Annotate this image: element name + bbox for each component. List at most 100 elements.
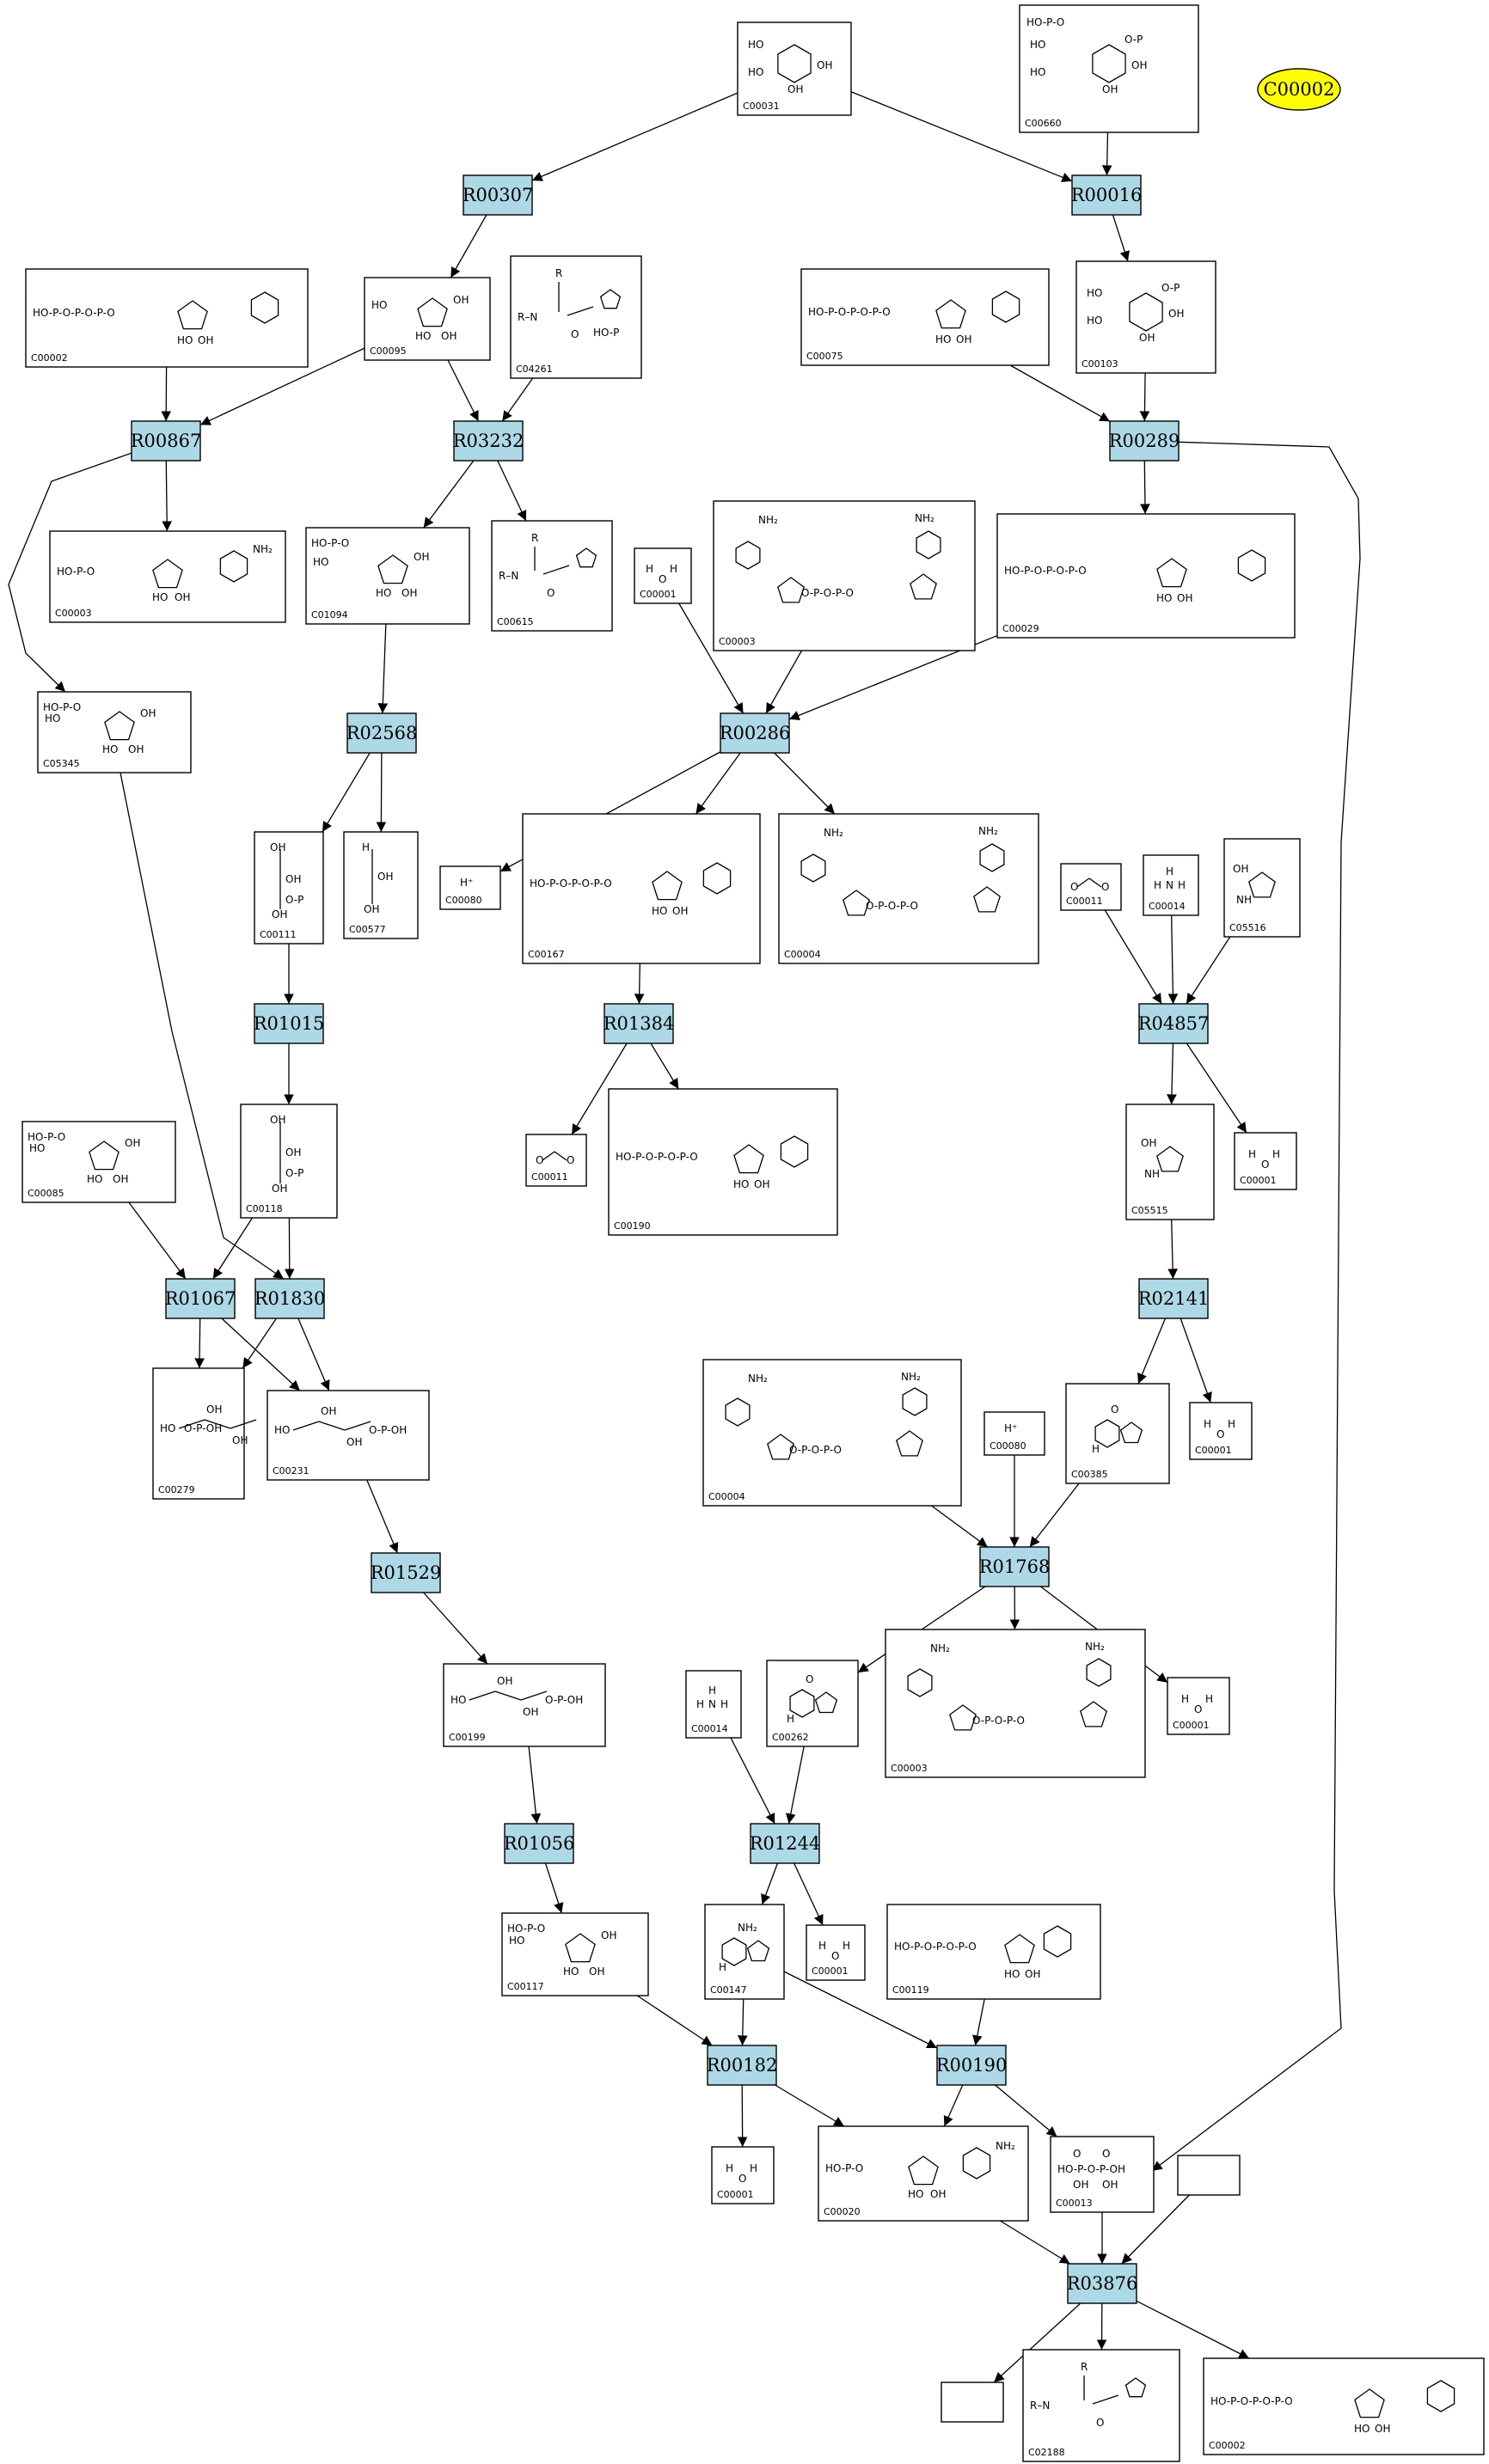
reaction-node[interactable]: R00307	[463, 174, 534, 216]
svg-text:OH: OH	[414, 551, 429, 563]
compound-id-label: C00103	[1082, 358, 1118, 370]
compound-id-label: C00577	[349, 924, 386, 935]
compound-node[interactable]	[941, 2381, 1004, 2423]
svg-text:HO-P-O: HO-P-O	[57, 566, 95, 578]
reaction-node[interactable]: R01830	[254, 1278, 326, 1319]
svg-text:N: N	[708, 1698, 716, 1710]
reaction-box	[463, 174, 533, 216]
highlighted-compound[interactable]: C00002	[1257, 68, 1341, 111]
svg-text:O: O	[1096, 2417, 1104, 2429]
svg-text:OH: OH	[1102, 83, 1118, 95]
reaction-node[interactable]: R03232	[453, 420, 524, 462]
reaction-node[interactable]: R00286	[720, 712, 791, 754]
reaction-node[interactable]: R01015	[254, 1003, 325, 1044]
svg-text:OH: OH	[1168, 308, 1184, 320]
svg-text:HO: HO	[274, 1424, 290, 1436]
reaction-node[interactable]: R01067	[165, 1278, 236, 1319]
reaction-node[interactable]: R00289	[1109, 420, 1180, 462]
svg-text:H: H	[646, 563, 653, 575]
reaction-node[interactable]: R00190	[936, 2045, 1008, 2086]
compound-node[interactable]	[1177, 2155, 1241, 2196]
reaction-box	[254, 1278, 325, 1319]
reaction-node[interactable]: R01056	[504, 1823, 575, 1864]
reaction-node[interactable]: R00867	[131, 420, 202, 462]
reaction-node[interactable]: R00016	[1071, 174, 1143, 216]
compound-id-label: C00004	[784, 949, 821, 960]
reaction-node[interactable]: R01768	[979, 1546, 1051, 1587]
svg-text:OH: OH	[1025, 1968, 1040, 1980]
reaction-node[interactable]: R02141	[1138, 1278, 1210, 1319]
reaction-node[interactable]: R01384	[604, 1003, 675, 1044]
edge-arrow	[678, 602, 744, 714]
svg-text:O-P-O-P-O: O-P-O-P-O	[972, 1715, 1025, 1727]
compound-node[interactable]: H⁺C00080	[983, 1411, 1045, 1456]
compound-id-label: C00004	[708, 1491, 745, 1502]
edge-arrow	[786, 1746, 805, 1825]
compound-node[interactable]: H⁺C00080	[439, 865, 501, 910]
reaction-node[interactable]: R00182	[707, 2045, 778, 2086]
reaction-node[interactable]: R01244	[750, 1823, 821, 1864]
svg-text:O: O	[536, 1154, 543, 1166]
reaction-node[interactable]: R02568	[346, 712, 418, 754]
reaction-node[interactable]: R01529	[371, 1552, 442, 1593]
reaction-id-label: R01244	[750, 1833, 821, 1854]
reaction-node[interactable]: R04857	[1138, 1003, 1210, 1044]
compound-box	[806, 1924, 866, 1981]
compound-id-label: C00002	[1209, 2440, 1246, 2451]
compound-box	[1223, 838, 1301, 938]
reaction-node[interactable]: R03876	[1067, 2263, 1138, 2304]
highlight-label: C00002	[1264, 79, 1335, 100]
svg-text:NH₂: NH₂	[996, 2140, 1015, 2152]
svg-text:O: O	[1073, 2148, 1081, 2160]
compound-id-label: C05515	[1131, 1205, 1168, 1216]
svg-text:OH: OH	[270, 841, 285, 853]
